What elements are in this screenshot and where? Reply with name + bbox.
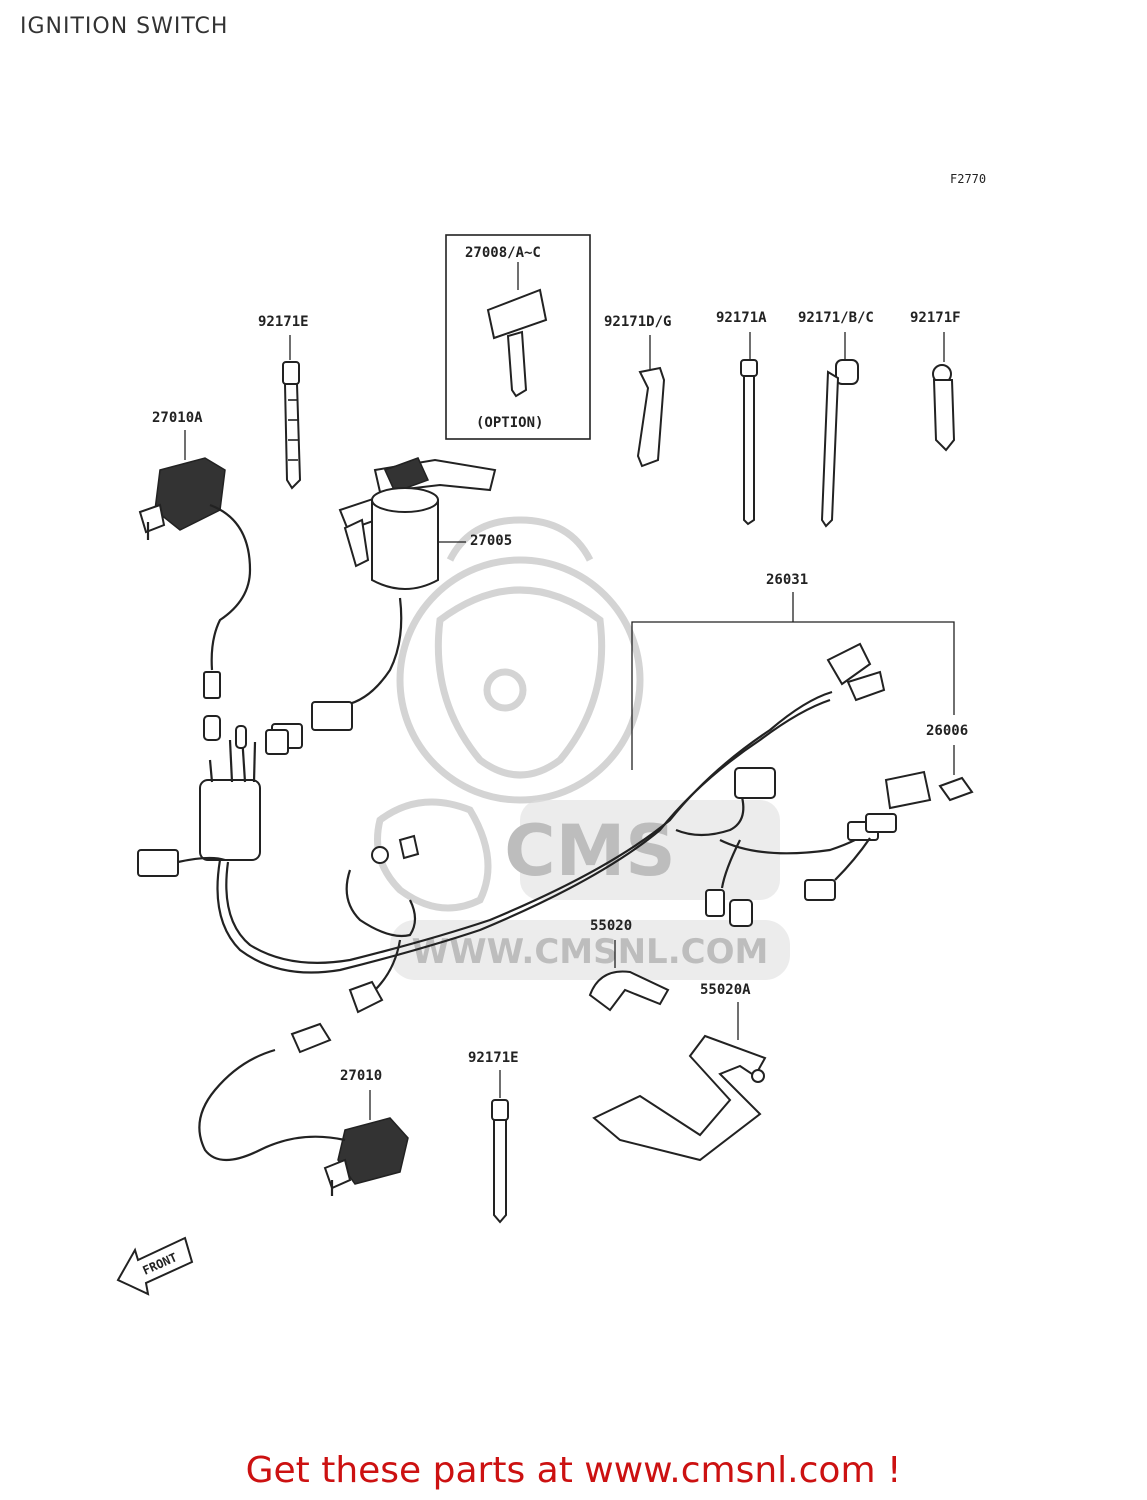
label-26006: 26006 [926,723,969,739]
cable-tie-icon [282,335,302,490]
label-27010a: 27010A [152,410,203,426]
clamp-icon [932,332,956,452]
label-27010: 27010 [340,1068,383,1084]
watermark-logo: CMS WWW.CMSNL.COM [374,516,790,980]
footer-link-text[interactable]: Get these parts at www.cmsnl.com ! [245,1450,902,1491]
bracket-55020a-icon [592,1002,767,1162]
label-27008: 27008/A~C [465,245,541,261]
label-55020a: 55020A [700,982,751,998]
cover-55020-icon [588,940,670,1012]
key-icon [486,262,548,398]
label-92171f: 92171F [910,310,961,326]
fuse-icon [938,745,974,802]
label-92171bc: 92171/B/C [798,310,874,326]
label-26031: 26031 [766,572,809,588]
watermark-url: WWW.CMSNL.COM [412,932,769,972]
label-55020: 55020 [590,918,633,934]
front-arrow-icon: FRONT [116,1236,194,1296]
cable-tie-icon [820,332,859,528]
switch-27010a-icon [138,430,252,699]
label-92171dg: 92171D/G [604,314,672,330]
label-option: (OPTION) [476,415,544,431]
option-box [445,234,591,440]
cable-tie-icon [491,1070,509,1224]
ignition-switch-icon [271,457,497,749]
label-92171e-top: 92171E [258,314,309,330]
switch-27010-icon [198,1022,409,1196]
wiring-harness-icon [137,592,955,1014]
label-92171a: 92171A [716,310,767,326]
watermark-cms: CMS [504,810,675,892]
page-title: IGNITION SWITCH [20,14,229,39]
label-92171e-bottom: 92171E [468,1050,519,1066]
label-27005: 27005 [470,533,513,549]
clip-icon [636,335,666,468]
figure-code: F2770 [950,172,987,186]
cable-tie-icon [740,332,758,526]
